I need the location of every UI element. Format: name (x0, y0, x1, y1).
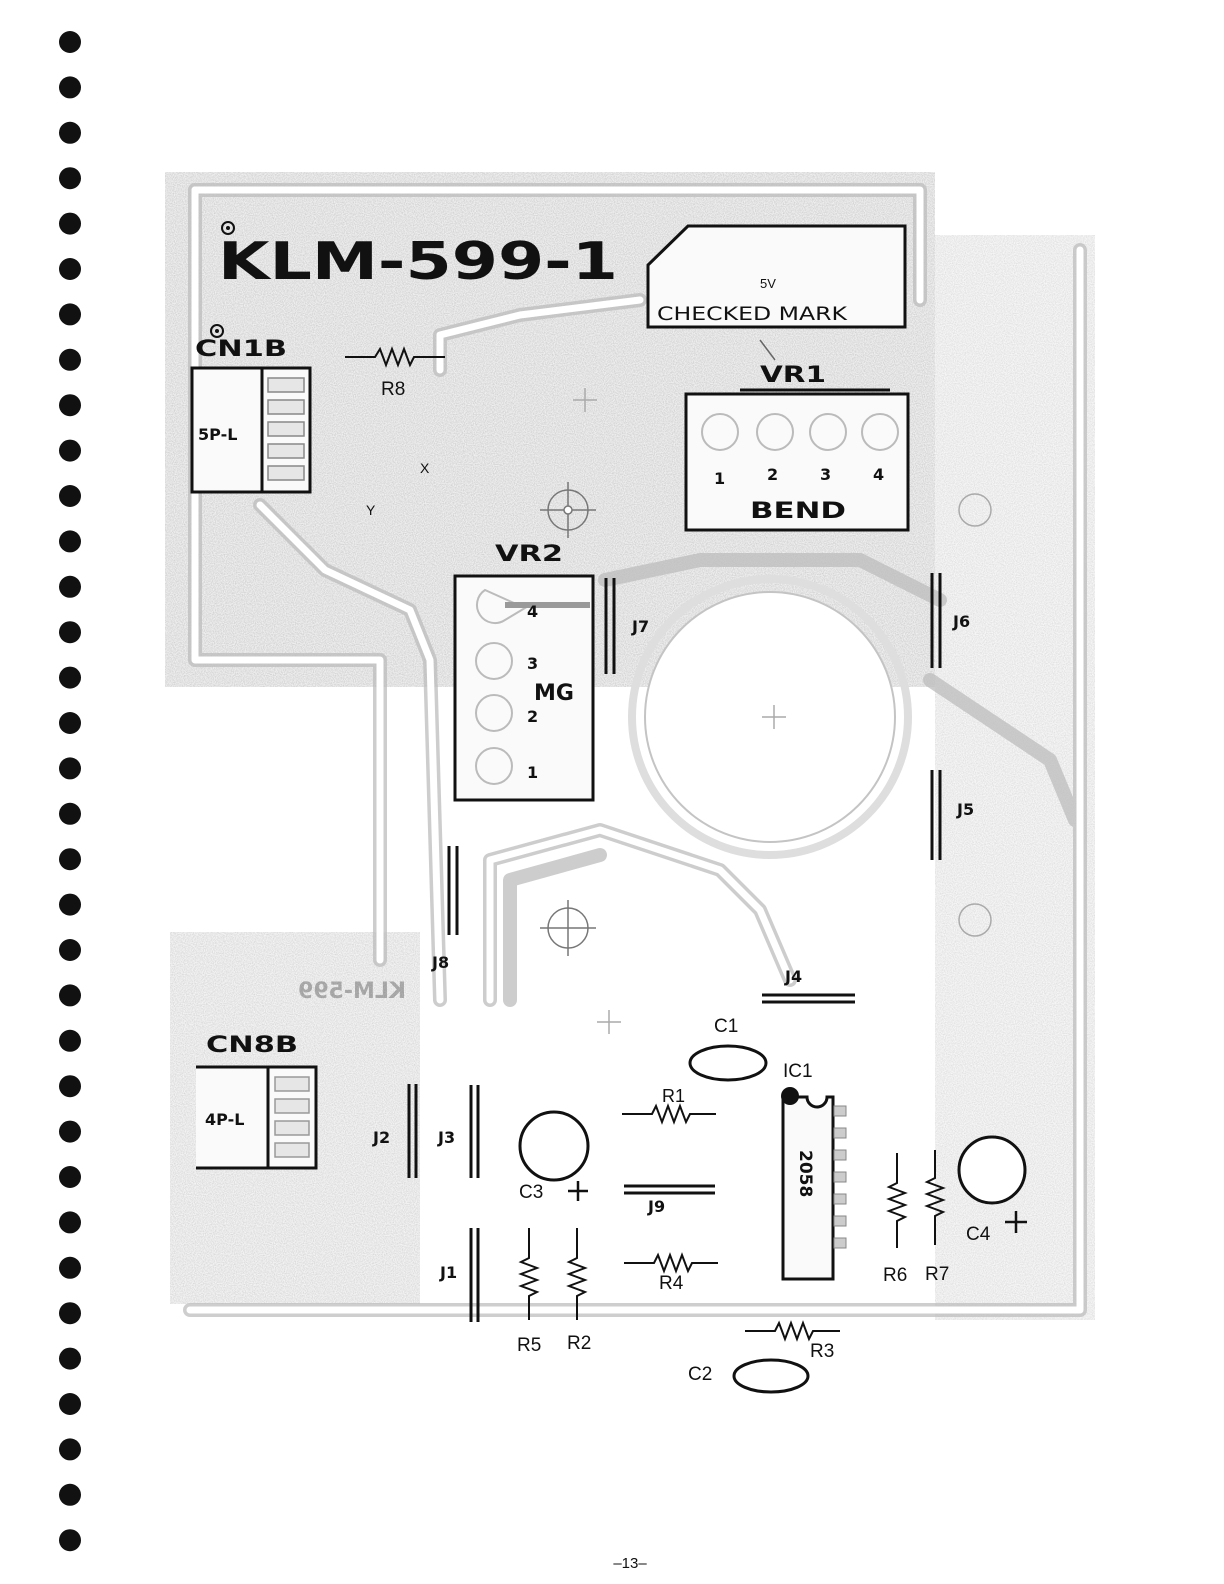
vr2-function: MG (534, 681, 574, 706)
j8-label: J8 (431, 953, 449, 972)
binder-hole (59, 530, 81, 552)
binder-hole (59, 1211, 81, 1233)
binder-hole (59, 1030, 81, 1052)
capacitor-c3: C3 (519, 1112, 588, 1203)
ic-ic1: IC1 2058 (781, 1061, 846, 1279)
c3-label: C3 (519, 1182, 543, 1203)
binder-hole (59, 213, 81, 235)
binder-hole (59, 803, 81, 825)
svg-text:5V: 5V (760, 276, 776, 291)
vr2-pin-3: 3 (527, 654, 538, 673)
page-number: –13– (590, 1555, 670, 1572)
resistor-r3 (745, 1323, 840, 1339)
binder-hole (59, 712, 81, 734)
binder-hole (59, 1348, 81, 1370)
binder-hole (59, 984, 81, 1006)
j2-label: J2 (372, 1128, 390, 1147)
vr2-pin-2: 2 (527, 707, 538, 726)
binder-hole (59, 1484, 81, 1506)
binder-hole (59, 167, 81, 189)
j5-label: J5 (956, 800, 974, 819)
resistor-r1 (622, 1106, 716, 1122)
r2-label: R2 (567, 1333, 591, 1354)
binder-hole (59, 303, 81, 325)
binder-hole (59, 1121, 81, 1143)
resistor-r4 (624, 1255, 718, 1271)
vr1-pin-4: 4 (873, 465, 884, 484)
binder-hole (59, 258, 81, 280)
cn1b-label: CN1B (195, 337, 287, 362)
binder-hole (59, 440, 81, 462)
binder-hole (59, 1302, 81, 1324)
r8-label: R8 (381, 379, 405, 400)
cn8b-type: 4P-L (205, 1110, 244, 1129)
mark-x: X (420, 460, 430, 476)
vr1-pin-1: 1 (714, 469, 725, 488)
board-id: KLM-599-1 (218, 232, 618, 292)
cn8b-label: CN8B (206, 1033, 298, 1058)
vr2-pin-4: 4 (527, 602, 538, 621)
ic1-part: 2058 (795, 1150, 815, 1197)
binder-hole (59, 576, 81, 598)
capacitor-c1: C1 (690, 1016, 766, 1080)
vr1-label: VR1 (760, 363, 826, 388)
c4-label: C4 (966, 1224, 991, 1245)
binder-hole (59, 122, 81, 144)
binder-hole (59, 349, 81, 371)
cn1b-type: 5P-L (198, 425, 237, 444)
j7-label: J7 (631, 617, 649, 636)
c1-label: C1 (714, 1016, 738, 1037)
binder-hole (59, 1257, 81, 1279)
binder-hole (59, 757, 81, 779)
vr1-pin-2: 2 (767, 465, 778, 484)
binder-hole (59, 1529, 81, 1551)
r7-label: R7 (925, 1264, 949, 1285)
j3-label: J3 (437, 1128, 455, 1147)
vr1-pin-3: 3 (820, 465, 831, 484)
r4-label: R4 (659, 1273, 684, 1294)
binder-hole (59, 667, 81, 689)
svg-text:KLM-599: KLM-599 (298, 979, 406, 1004)
binder-hole (59, 394, 81, 416)
binder-hole (59, 1393, 81, 1415)
checked-mark-label: CHECKED MARK (657, 303, 848, 325)
binder-hole (59, 621, 81, 643)
binder-hole (59, 485, 81, 507)
r3-label: R3 (810, 1341, 834, 1362)
j4-label: J4 (784, 967, 802, 986)
r6-label: R6 (883, 1265, 907, 1286)
vr2-block: VR2 4 3 MG 2 1 (455, 542, 593, 800)
binder-hole (59, 76, 81, 98)
ic1-label: IC1 (783, 1061, 813, 1082)
binder-hole (59, 1075, 81, 1097)
board-title: KLM-599-1 (218, 222, 618, 292)
binder-hole (59, 894, 81, 916)
capacitor-c2: C2 (688, 1360, 808, 1392)
binder-hole (59, 1166, 81, 1188)
r1-label: R1 (662, 1086, 685, 1106)
j1-label: J1 (439, 1263, 457, 1282)
binder-hole (59, 31, 81, 53)
binder-hole (59, 848, 81, 870)
vr2-label: VR2 (495, 542, 563, 567)
binder-hole (59, 1438, 81, 1460)
vr2-pin-1: 1 (527, 763, 538, 782)
c2-label: C2 (688, 1364, 712, 1385)
binder-hole (59, 939, 81, 961)
j6-label: J6 (952, 612, 970, 631)
j9-label: J9 (647, 1197, 665, 1216)
mark-y: Y (366, 502, 376, 518)
r5-label: R5 (517, 1335, 541, 1356)
binder-holes (59, 31, 81, 1551)
resistor-r6 (889, 1153, 905, 1248)
ghost-board-id: KLM-599 (298, 979, 406, 1004)
vr1-function: BEND (750, 499, 846, 524)
